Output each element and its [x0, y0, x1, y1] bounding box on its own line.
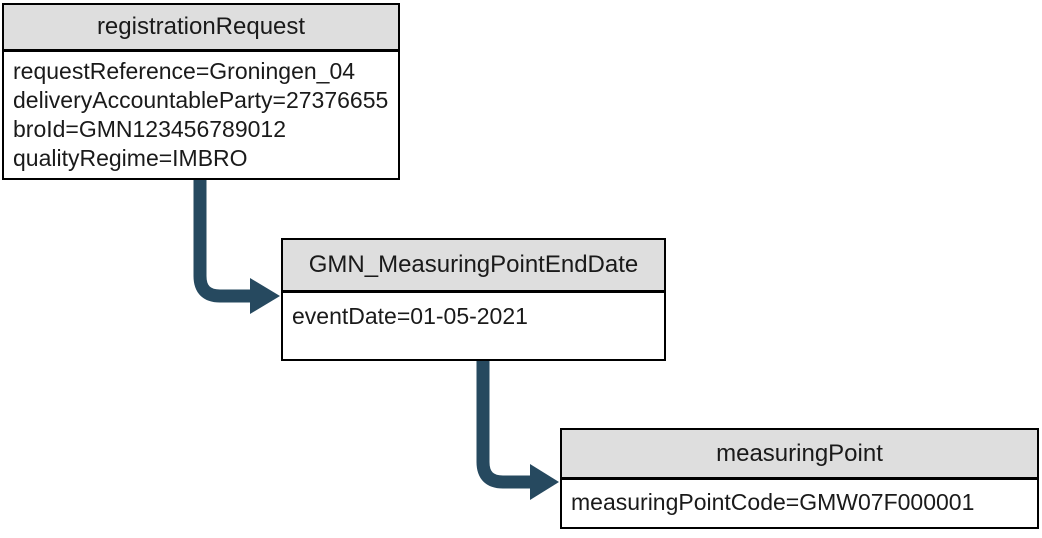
connector-elbow-2: [476, 359, 531, 489]
attribute-request-reference: requestReference=Groningen_04: [13, 58, 356, 84]
entity-title: GMN_MeasuringPointEndDate: [283, 240, 664, 293]
attribute-measuring-point-code: measuringPointCode=GMW07F000001: [571, 489, 975, 515]
arrowhead-icon: [250, 278, 280, 314]
entity-measuring-point-end-date: GMN_MeasuringPointEndDate eventDate=01-0…: [281, 238, 666, 361]
attribute-quality-regime: qualityRegime=IMBRO: [13, 145, 248, 171]
connector-registration-to-enddate: [193, 178, 280, 314]
attribute-bro-id: broId=GMN123456789012: [13, 116, 287, 142]
entity-attributes: eventDate=01-05-2021: [283, 293, 664, 336]
arrowhead-icon: [530, 464, 559, 500]
attribute-event-date: eventDate=01-05-2021: [292, 303, 528, 329]
entity-registration-request: registrationRequest requestReference=Gro…: [2, 3, 400, 180]
attribute-delivery-accountable-party: deliveryAccountableParty=27376655: [13, 87, 389, 113]
entity-attributes: requestReference=Groningen_04 deliveryAc…: [4, 52, 398, 178]
entity-attributes: measuringPointCode=GMW07F000001: [562, 480, 1037, 522]
entity-title: registrationRequest: [4, 5, 398, 52]
entity-title: measuringPoint: [562, 430, 1037, 480]
connector-elbow-1: [193, 178, 251, 303]
connector-enddate-to-measuringpoint: [476, 359, 559, 500]
entity-measuring-point: measuringPoint measuringPointCode=GMW07F…: [560, 428, 1039, 529]
